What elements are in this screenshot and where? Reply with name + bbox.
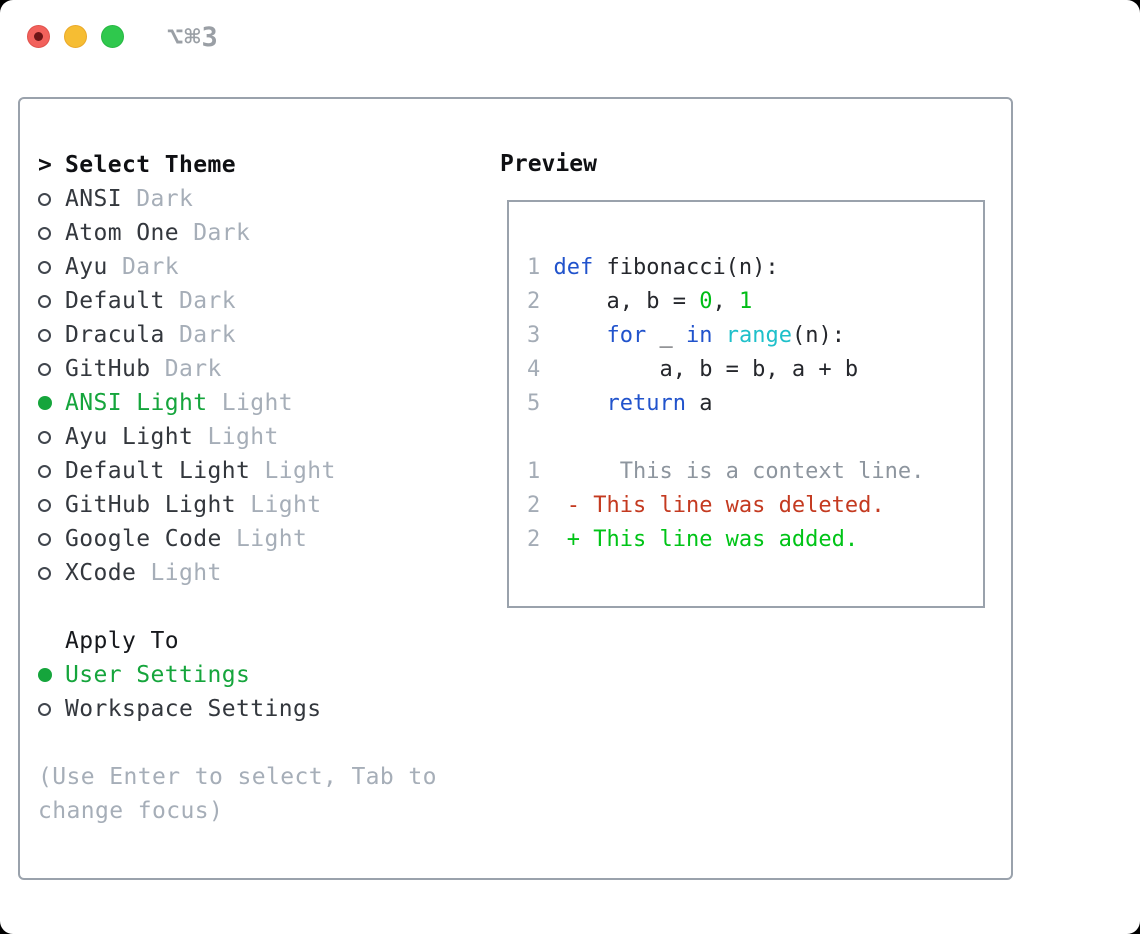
radio-icon bbox=[38, 362, 65, 376]
apply-option-user-settings[interactable]: User Settings bbox=[38, 658, 321, 692]
code-line: 3 for _ in range(n): bbox=[527, 323, 845, 348]
theme-option-label: Dracula bbox=[65, 322, 165, 348]
theme-variant-label: Light bbox=[136, 560, 222, 586]
theme-option-label: GitHub bbox=[65, 356, 151, 382]
theme-option-ayu-light-light[interactable]: Ayu Light Light bbox=[38, 420, 336, 454]
theme-option-ayu-dark[interactable]: Ayu Dark bbox=[38, 250, 336, 284]
theme-option-xcode-light[interactable]: XCode Light bbox=[38, 556, 336, 590]
code-line: 1 def fibonacci(n): bbox=[527, 255, 779, 280]
close-button[interactable] bbox=[27, 25, 50, 48]
code-line: 2 a, b = 0, 1 bbox=[527, 289, 753, 314]
theme-variant-label: Dark bbox=[150, 356, 222, 382]
theme-option-label: Ayu bbox=[65, 254, 108, 280]
theme-option-github-light-light[interactable]: GitHub Light Light bbox=[38, 488, 336, 522]
theme-option-label: Google Code bbox=[65, 526, 222, 552]
apply-option-label: Workspace Settings bbox=[65, 696, 322, 722]
theme-variant-label: Dark bbox=[122, 186, 194, 212]
radio-icon bbox=[38, 192, 65, 206]
theme-list-header-row: > Select Theme bbox=[38, 148, 336, 182]
radio-icon bbox=[38, 702, 65, 716]
theme-option-default-dark[interactable]: Default Dark bbox=[38, 284, 336, 318]
line-number: 3 bbox=[527, 323, 541, 348]
preview-diff: 1 This is a context line. 2 - This line w… bbox=[527, 455, 924, 557]
radio-selected-icon bbox=[38, 396, 65, 410]
theme-option-ansi-dark[interactable]: ANSI Dark bbox=[38, 182, 336, 216]
diff-line: 1 This is a context line. bbox=[527, 459, 925, 484]
theme-option-ansi-light-light[interactable]: ANSI Light Light bbox=[38, 386, 336, 420]
theme-option-google-code-light[interactable]: Google Code Light bbox=[38, 522, 336, 556]
radio-icon bbox=[38, 464, 65, 478]
radio-icon bbox=[38, 498, 65, 512]
window-controls bbox=[27, 25, 124, 48]
theme-option-label: ANSI Light bbox=[65, 390, 208, 416]
line-number: 1 bbox=[527, 459, 541, 484]
radio-icon bbox=[38, 226, 65, 240]
line-number: 2 bbox=[527, 493, 541, 518]
theme-variant-label: Dark bbox=[164, 288, 236, 314]
radio-icon bbox=[38, 430, 65, 444]
line-number: 2 bbox=[527, 289, 541, 314]
apply-to-header-row: Apply To bbox=[38, 624, 321, 658]
code-line: 4 a, b = b, a + b bbox=[527, 357, 859, 382]
zoom-button[interactable] bbox=[101, 25, 124, 48]
theme-variant-label: Light bbox=[193, 424, 279, 450]
theme-variant-label: Light bbox=[221, 526, 308, 552]
radio-icon bbox=[38, 532, 65, 546]
preview-pane: 1 def fibonacci(n): 2 a, b = 0, 1 3 for _ … bbox=[507, 200, 985, 608]
theme-option-label: Atom One bbox=[65, 220, 179, 246]
line-number: 4 bbox=[527, 357, 541, 382]
diff-line: 2 + This line was added. bbox=[527, 527, 859, 552]
preview-label: Preview bbox=[500, 151, 597, 177]
theme-option-atom-one-dark[interactable]: Atom One Dark bbox=[38, 216, 336, 250]
minimize-button[interactable] bbox=[64, 25, 87, 48]
preview-code: 1 def fibonacci(n): 2 a, b = 0, 1 3 for _ … bbox=[527, 251, 858, 421]
help-text-line: (Use Enter to select, Tab to bbox=[38, 764, 437, 790]
help-text-line: change focus) bbox=[38, 798, 224, 824]
theme-option-label: ANSI bbox=[65, 186, 122, 212]
code-line: 5 return a bbox=[527, 391, 713, 416]
theme-variant-label: Light bbox=[250, 458, 336, 484]
theme-list-header: Select Theme bbox=[65, 152, 236, 178]
window-hotkey-label: ⌥⌘3 bbox=[167, 22, 219, 53]
radio-icon bbox=[38, 328, 65, 342]
theme-option-label: GitHub Light bbox=[65, 492, 236, 518]
radio-icon bbox=[38, 294, 65, 308]
theme-option-default-light-light[interactable]: Default Light Light bbox=[38, 454, 336, 488]
theme-picker-panel bbox=[18, 97, 1013, 880]
radio-selected-icon bbox=[38, 668, 65, 682]
line-number: 1 bbox=[527, 255, 541, 280]
apply-option-workspace-settings[interactable]: Workspace Settings bbox=[38, 692, 321, 726]
help-text: (Use Enter to select, Tab to change focus… bbox=[38, 760, 437, 828]
theme-option-label: XCode bbox=[65, 560, 137, 586]
line-number: 2 bbox=[527, 527, 541, 552]
line-number: 5 bbox=[527, 391, 541, 416]
theme-option-github-dark[interactable]: GitHub Dark bbox=[38, 352, 336, 386]
radio-icon bbox=[38, 260, 65, 274]
theme-option-label: Default bbox=[65, 288, 165, 314]
diff-line: 2 - This line was deleted. bbox=[527, 493, 885, 518]
theme-variant-label: Dark bbox=[164, 322, 236, 348]
theme-variant-label: Light bbox=[207, 390, 293, 416]
theme-option-label: Default Light bbox=[65, 458, 251, 484]
theme-variant-label: Light bbox=[235, 492, 322, 518]
radio-icon bbox=[38, 566, 65, 580]
apply-option-label: User Settings bbox=[65, 662, 251, 688]
focus-chevron-icon: > bbox=[38, 152, 53, 178]
theme-variant-label: Dark bbox=[178, 220, 251, 246]
theme-option-dracula-dark[interactable]: Dracula Dark bbox=[38, 318, 336, 352]
theme-variant-label: Dark bbox=[107, 254, 179, 280]
theme-option-label: Ayu Light bbox=[65, 424, 194, 450]
apply-to-header: Apply To bbox=[65, 628, 179, 654]
